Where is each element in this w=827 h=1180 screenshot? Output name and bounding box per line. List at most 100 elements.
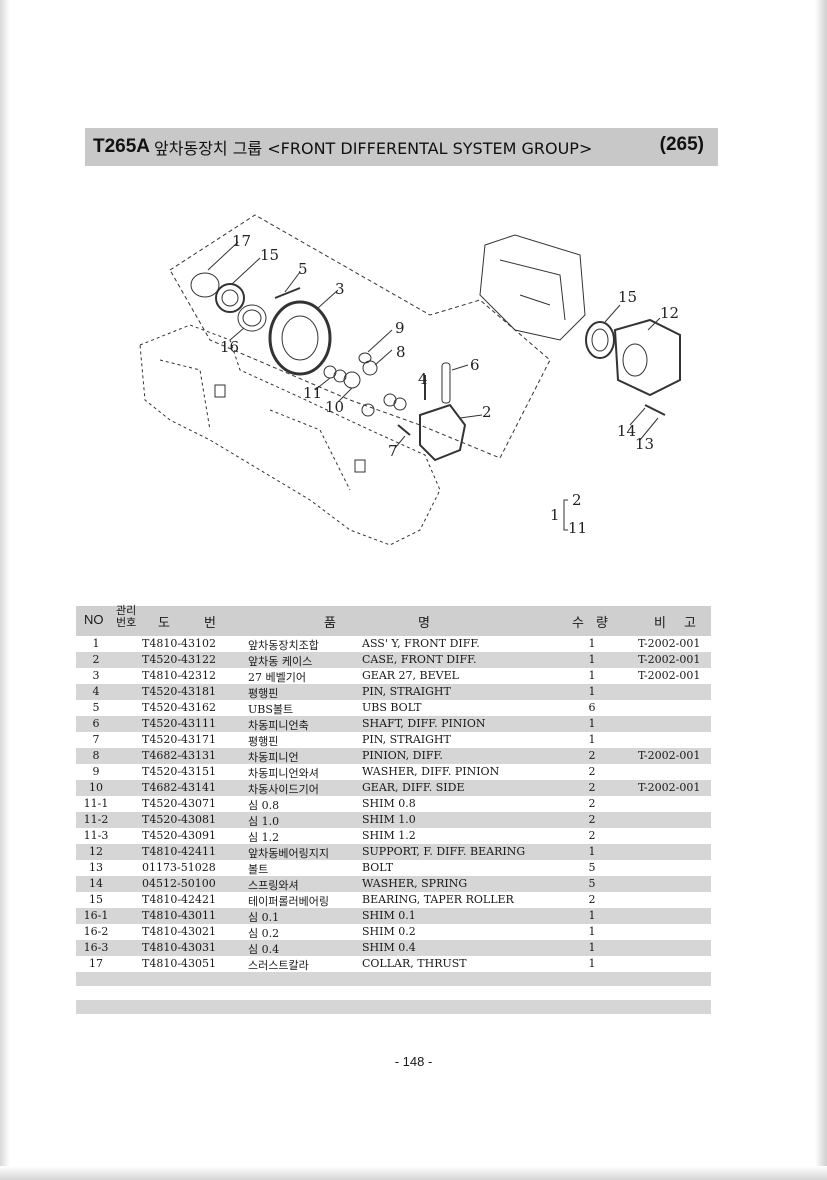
- callout-15b: 15: [618, 288, 637, 306]
- part-number: T4810-43102: [142, 637, 217, 650]
- callout-15a: 15: [260, 246, 279, 264]
- quantity: 1: [588, 909, 596, 922]
- quantity: 1: [588, 957, 596, 970]
- table-row: 15 T4810-42421 테이퍼롤러베어링 BEARING, TAPER ROLL…: [76, 892, 711, 908]
- part-number: T4810-43021: [142, 925, 217, 938]
- part-name: BEARING, TAPER ROLLER: [362, 893, 514, 906]
- group-title: 앞차동장치 그룹 <FRONT DIFFERENTAL SYSTEM GROUP…: [154, 139, 593, 158]
- row-no: 15: [89, 893, 103, 906]
- page-number: - 148 -: [394, 1054, 433, 1069]
- korean-name: 심 1.0: [248, 815, 280, 828]
- part-number: T4520-43151: [142, 765, 217, 778]
- row-no: 9: [92, 765, 100, 778]
- group-code: T265A: [93, 136, 151, 157]
- quantity: 1: [588, 941, 596, 954]
- page-edge-shadow-right: [815, 0, 827, 1180]
- header-name-a: 품: [324, 616, 336, 631]
- part-number: T4520-43122: [142, 653, 217, 666]
- row-no: 16-1: [83, 909, 109, 922]
- korean-name: 27 베벨기어: [248, 671, 306, 684]
- part-name: BOLT: [362, 861, 394, 874]
- korean-name: 심 0.2: [248, 927, 280, 940]
- exploded-parts-diagram: 17 15 5 3 16 9 8 6 11 10 4 2 7 15 12 14 …: [139, 214, 681, 546]
- table-blank-row: [76, 972, 711, 986]
- part-number: T4520-43181: [142, 685, 217, 698]
- remark: T-2002-001: [638, 749, 701, 762]
- part-name: WASHER, SPRING: [362, 877, 468, 890]
- quantity: 1: [588, 669, 596, 682]
- row-no: 17: [89, 957, 103, 970]
- row-no: 7: [92, 733, 100, 746]
- quantity: 2: [588, 781, 596, 794]
- transmission-case: [479, 234, 586, 341]
- korean-name: 스러스트칼라: [248, 959, 309, 972]
- section-title-bar: T265A 앞차동장치 그룹 <FRONT DIFFERENTAL SYSTEM…: [85, 128, 718, 166]
- quantity: 2: [588, 893, 596, 906]
- part-number: T4520-43162: [142, 701, 217, 714]
- row-no: 6: [92, 717, 100, 730]
- row-no: 11-3: [83, 829, 109, 842]
- part-number: T4520-43111: [142, 717, 217, 730]
- parts-table-header: NO 관리 번호 도 번 품 명 수 량 비 고: [76, 604, 711, 636]
- korean-name: UBS볼트: [248, 703, 294, 716]
- bevel-gear-part: [268, 300, 332, 376]
- diff-case-part: [419, 403, 467, 462]
- header-mgmt-no: 관리 번호: [116, 604, 137, 629]
- korean-name: 평행핀: [248, 687, 279, 700]
- callout-3: 3: [335, 280, 345, 298]
- part-name: SHIM 1.2: [362, 829, 416, 842]
- quantity: 1: [588, 733, 596, 746]
- korean-name: 차동사이드기어: [248, 783, 319, 796]
- korean-name: 차동피니언축: [248, 719, 309, 732]
- row-no: 10: [89, 781, 103, 794]
- callout-4: 4: [418, 370, 428, 388]
- korean-name: 평행핀: [248, 735, 279, 748]
- korean-name: 테이퍼롤러베어링: [248, 895, 329, 908]
- header-qty-a: 수: [572, 616, 584, 631]
- part-number: T4682-43131: [142, 749, 217, 762]
- part-name: WASHER, DIFF. PINION: [362, 765, 500, 778]
- callout-12: 12: [660, 304, 679, 322]
- parts-table: NO 관리 번호 도 번 품 명 수 량 비 고 1 T4810-43102 앞차동…: [76, 604, 711, 1014]
- quantity: 2: [588, 813, 596, 826]
- part-number: T4810-42421: [142, 893, 217, 906]
- row-no: 11-2: [83, 813, 109, 826]
- quantity: 5: [588, 861, 596, 874]
- part-name: GEAR 27, BEVEL: [362, 669, 459, 682]
- bearing-support-part: [613, 318, 681, 397]
- korean-name: 앞차동 케이스: [248, 655, 313, 668]
- quantity: 2: [588, 749, 596, 762]
- page-edge-shadow-left: [0, 0, 10, 1180]
- remark: T-2002-001: [638, 653, 701, 666]
- row-no: 1: [92, 637, 100, 650]
- callout-8: 8: [396, 343, 406, 361]
- part-name: SHIM 0.4: [362, 941, 416, 954]
- row-no: 11-1: [83, 797, 109, 810]
- part-number: T4520-43091: [142, 829, 217, 842]
- remark: T-2002-001: [638, 637, 701, 650]
- part-name: SHIM 1.0: [362, 813, 416, 826]
- quantity: 1: [588, 845, 596, 858]
- row-no: 2: [92, 653, 100, 666]
- row-no: 5: [92, 701, 100, 714]
- part-number: T4682-43141: [142, 781, 217, 794]
- header-part-a: 도: [158, 616, 170, 631]
- part-name: PIN, STRAIGHT: [362, 685, 451, 698]
- korean-name: 심 0.4: [248, 943, 280, 956]
- header-qty-b: 량: [596, 616, 608, 631]
- part-number: 01173-51028: [142, 861, 216, 874]
- part-name: GEAR, DIFF. SIDE: [362, 781, 465, 794]
- row-no: 4: [92, 685, 100, 698]
- quantity: 2: [588, 765, 596, 778]
- part-name: PINION, DIFF.: [362, 749, 443, 762]
